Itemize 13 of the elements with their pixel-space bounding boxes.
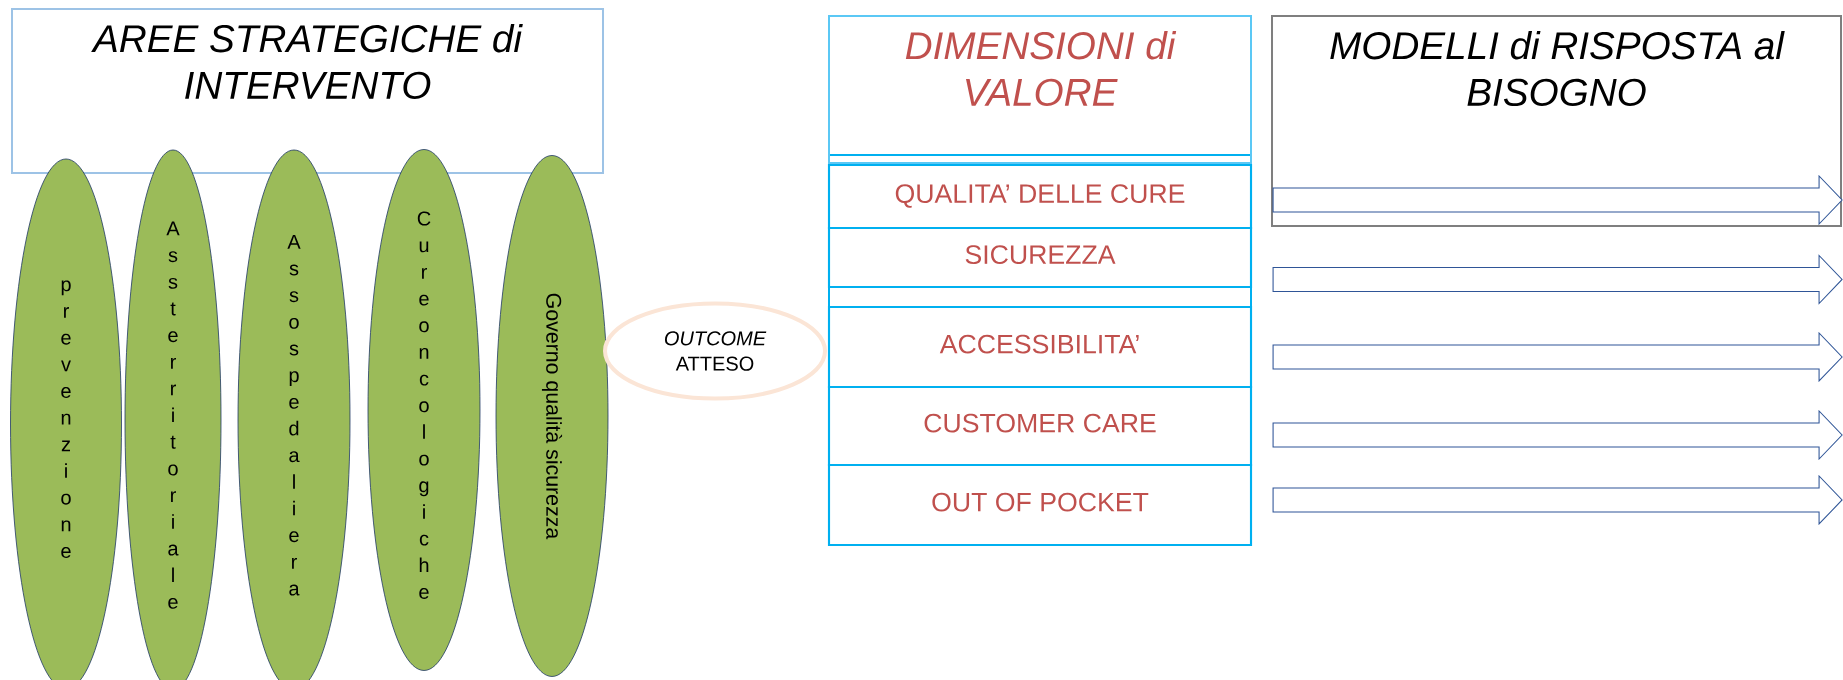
table-band <box>828 286 1252 308</box>
block-arrow <box>1272 174 1843 226</box>
value-row: CUSTOMER CARE <box>827 385 1253 467</box>
block-arrow <box>1272 474 1843 526</box>
header-box: DIMENSIONI di VALORE <box>828 15 1252 164</box>
block-arrow <box>1272 331 1843 383</box>
value-row: SICUREZZA <box>827 226 1253 289</box>
value-row: OUT OF POCKET <box>827 463 1253 547</box>
block-arrow <box>1272 254 1843 305</box>
value-row: QUALITA’ DELLE CURE <box>827 163 1253 230</box>
header-box: MODELLI di RISPOSTA al BISOGNO <box>1271 15 1842 227</box>
block-arrow <box>1272 409 1843 461</box>
value-row: ACCESSIBILITA’ <box>827 305 1253 389</box>
